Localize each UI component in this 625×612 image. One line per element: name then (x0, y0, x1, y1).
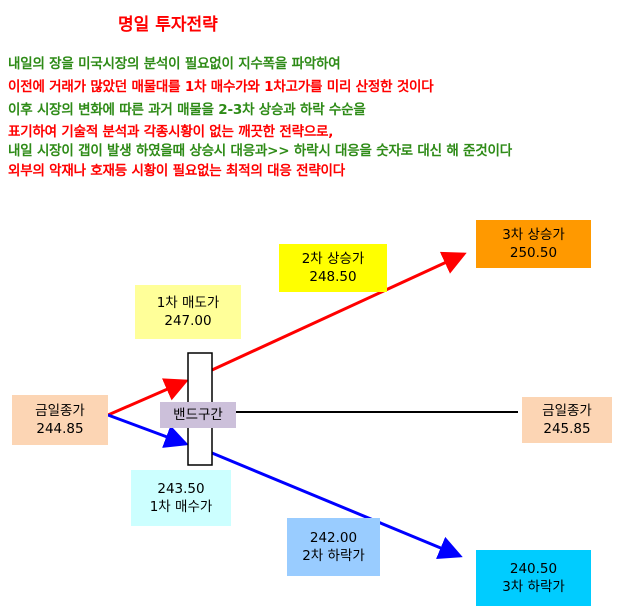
down2-value: 242.00 (309, 530, 358, 546)
sell1-label: 1차 매도가 (156, 295, 220, 311)
band-label-box: 밴드구간 (160, 402, 236, 428)
up-arrow-2 (211, 251, 467, 372)
sell1-value: 247.00 (164, 313, 212, 329)
buy1-box: 243.50 1차 매수가 (131, 470, 231, 526)
down3-label: 3차 하락가 (502, 579, 565, 595)
close-right-box: 금일종가 245.85 (522, 397, 612, 443)
down2-label: 2차 하락가 (302, 548, 365, 564)
buy1-value: 243.50 (157, 481, 205, 497)
down-arrow-1 (107, 413, 189, 448)
up3-box: 3차 상승가 250.50 (476, 220, 591, 268)
up3-value: 250.50 (509, 245, 558, 261)
down2-box: 242.00 2차 하락가 (287, 518, 380, 576)
band-label: 밴드구간 (173, 407, 223, 423)
close-left-box: 금일종가 244.85 (12, 395, 108, 445)
buy1-label: 1차 매수가 (149, 499, 213, 515)
up2-label: 2차 상승가 (301, 251, 365, 267)
up3-label: 3차 상승가 (502, 227, 565, 243)
intro-line-1: 내일의 장을 미국시장의 분석이 필요없이 지수폭을 파악하여 (8, 56, 341, 72)
page-title: 명일 투자전략 (118, 15, 218, 35)
up2-box: 2차 상승가 248.50 (279, 244, 387, 292)
intro-line-2: 이전에 거래가 많았던 매물대를 1차 매수가와 1차고가를 미리 산정한 것이… (8, 79, 434, 95)
close-right-label: 금일종가 (542, 403, 592, 419)
up-arrow-1 (107, 378, 189, 417)
close-left-value: 244.85 (36, 421, 84, 437)
intro-line-4: 표기하여 기술적 분석과 각종시황이 없는 깨끗한 전략으로, (8, 124, 334, 140)
intro-line-3: 이후 시장의 변화에 따른 과거 매물을 2-3차 상승과 하락 수순을 (8, 102, 366, 118)
close-left-label: 금일종가 (35, 403, 85, 419)
close-right-value: 245.85 (543, 421, 591, 437)
down3-value: 240.50 (509, 561, 558, 577)
up2-value: 248.50 (309, 269, 357, 285)
sell1-box: 1차 매도가 247.00 (135, 285, 241, 339)
intro-line-6: 외부의 악재나 호재등 시황이 필요없는 최적의 대응 전략이다 (8, 163, 345, 179)
down3-box: 240.50 3차 하락가 (476, 550, 591, 606)
intro-line-5: 내일 시장이 갭이 발생 하였을때 상승시 대응과>> 하락시 대응을 숫자로 … (8, 143, 512, 159)
down-arrow-2 (211, 451, 463, 560)
